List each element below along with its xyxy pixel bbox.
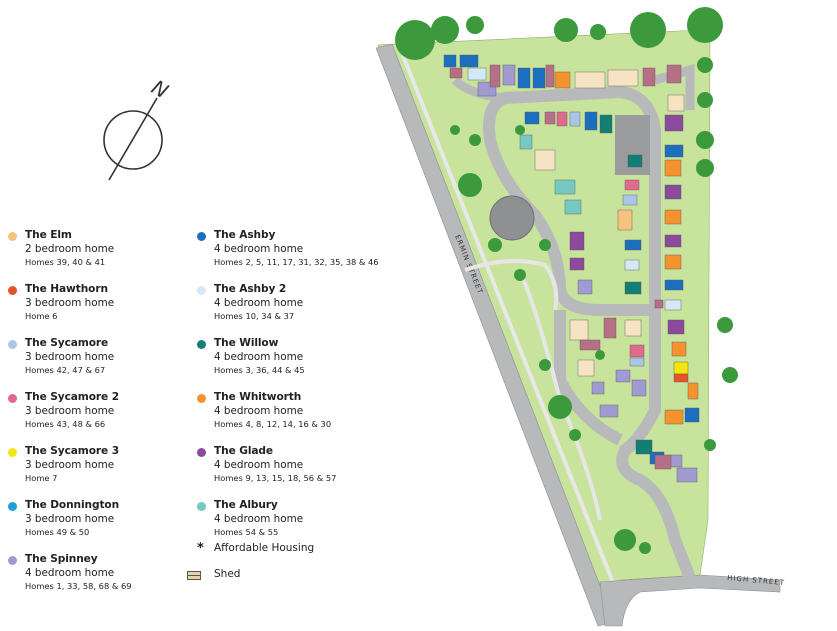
spinney-color-swatch-icon	[8, 556, 17, 565]
whitworth-color-swatch-icon	[197, 394, 206, 403]
ashby-color-swatch-icon	[197, 232, 206, 241]
glade-color-swatch-icon	[197, 448, 206, 457]
house-bedrooms: 4 bedroom home	[214, 297, 304, 309]
house-bedrooms: 3 bedroom home	[25, 459, 115, 471]
house-type-name: The Donnington	[25, 499, 120, 511]
house-type-name: The Albury	[214, 499, 278, 511]
house-bedrooms: 4 bedroom home	[214, 351, 304, 363]
house-type-name: The Elm	[25, 229, 72, 241]
house-type-name: The Hawthorn	[25, 283, 108, 295]
ashby-2-color-swatch-icon	[197, 286, 206, 295]
house-type-name: The Glade	[214, 445, 273, 457]
estate-loop-road	[483, 85, 661, 316]
house-bedrooms: 4 bedroom home	[214, 243, 304, 255]
legend-affordable-housing: * Affordable Housing	[197, 541, 315, 556]
legend-column-right: The Ashby 4 bedroom home Homes 2, 5, 11,…	[197, 228, 379, 552]
house-plots: Homes 2, 5, 11, 17, 31, 32, 35, 38 & 46	[214, 257, 379, 267]
elm-color-swatch-icon	[8, 232, 17, 241]
house-bedrooms: 4 bedroom home	[214, 405, 304, 417]
legend-item-willow: The Willow 4 bedroom home Homes 3, 36, 4…	[197, 336, 379, 377]
legend-shed: Shed	[187, 568, 241, 580]
legend-item-sycamore-2: The Sycamore 2 3 bedroom home Homes 43, …	[8, 390, 132, 431]
affordable-housing-label: Affordable Housing	[214, 542, 315, 554]
trees	[395, 7, 738, 554]
willow-color-swatch-icon	[197, 340, 206, 349]
legend-item-hawthorn: The Hawthorn 3 bedroom home Home 6	[8, 282, 132, 323]
house-plots: Homes 3, 36, 44 & 45	[214, 365, 305, 375]
house-plots: Homes 1, 33, 58, 68 & 69	[25, 581, 132, 591]
house-plots: Homes 42, 47 & 67	[25, 365, 106, 375]
sycamore-2-color-swatch-icon	[8, 394, 17, 403]
house-bedrooms: 2 bedroom home	[25, 243, 115, 255]
legend-item-albury: The Albury 4 bedroom home Homes 54 & 55	[197, 498, 379, 539]
legend-column-left: The Elm 2 bedroom home Homes 39, 40 & 41…	[8, 228, 132, 606]
house-type-name: The Whitworth	[214, 391, 302, 403]
house-type-name: The Sycamore	[25, 337, 109, 349]
site-plan-map: ERMIN STREET HIGH STREET	[375, 7, 785, 627]
albury-color-swatch-icon	[197, 502, 206, 511]
house-plots: Home 6	[25, 311, 58, 321]
house-type-name: The Spinney	[25, 553, 98, 565]
north-arrow-compass-icon: N	[103, 75, 172, 181]
house-plots: Homes 4, 8, 12, 14, 16 & 30	[214, 419, 332, 429]
legend-item-sycamore-3: The Sycamore 3 3 bedroom home Home 7	[8, 444, 132, 485]
sycamore-3-color-swatch-icon	[8, 448, 17, 457]
house-plots	[443, 54, 700, 483]
legend-item-sycamore: The Sycamore 3 bedroom home Homes 42, 47…	[8, 336, 132, 377]
house-bedrooms: 3 bedroom home	[25, 351, 115, 363]
house-plots: Homes 43, 48 & 66	[25, 419, 106, 429]
house-bedrooms: 3 bedroom home	[25, 297, 115, 309]
legend-item-whitworth: The Whitworth 4 bedroom home Homes 4, 8,…	[197, 390, 379, 431]
legend-item-donnington: The Donnington 3 bedroom home Homes 49 &…	[8, 498, 132, 539]
house-type-name: The Ashby	[214, 229, 276, 241]
house-type-name: The Ashby 2	[214, 283, 287, 295]
high-street-road	[599, 574, 781, 627]
legend-item-elm: The Elm 2 bedroom home Homes 39, 40 & 41	[8, 228, 132, 269]
house-plots: Homes 10, 34 & 37	[214, 311, 295, 321]
house-bedrooms: 4 bedroom home	[214, 513, 304, 525]
central-circle-feature	[489, 195, 535, 241]
hawthorn-color-swatch-icon	[8, 286, 17, 295]
house-bedrooms: 3 bedroom home	[25, 405, 115, 417]
legend-item-ashby-2: The Ashby 2 4 bedroom home Homes 10, 34 …	[197, 282, 379, 323]
house-type-name: The Sycamore 2	[25, 391, 119, 403]
legend-item-glade: The Glade 4 bedroom home Homes 9, 13, 15…	[197, 444, 379, 485]
sycamore-color-swatch-icon	[8, 340, 17, 349]
donnington-color-swatch-icon	[8, 502, 17, 511]
north-label: N	[147, 75, 172, 103]
house-plots: Homes 49 & 50	[25, 527, 90, 537]
house-type-name: The Sycamore 3	[25, 445, 119, 457]
house-plots: Home 7	[25, 473, 58, 483]
legend-item-ashby: The Ashby 4 bedroom home Homes 2, 5, 11,…	[197, 228, 379, 269]
house-plots: Homes 54 & 55	[214, 527, 279, 537]
house-bedrooms: 3 bedroom home	[25, 513, 115, 525]
affordable-star-icon: *	[197, 541, 204, 556]
house-plots: Homes 39, 40 & 41	[25, 257, 106, 267]
shed-icon	[187, 571, 201, 580]
house-bedrooms: 4 bedroom home	[25, 567, 115, 579]
shed-label: Shed	[214, 568, 241, 580]
house-plots: Homes 9, 13, 15, 18, 56 & 57	[214, 473, 337, 483]
house-bedrooms: 4 bedroom home	[214, 459, 304, 471]
legend-item-spinney: The Spinney 4 bedroom home Homes 1, 33, …	[8, 552, 132, 593]
house-type-name: The Willow	[214, 337, 279, 349]
